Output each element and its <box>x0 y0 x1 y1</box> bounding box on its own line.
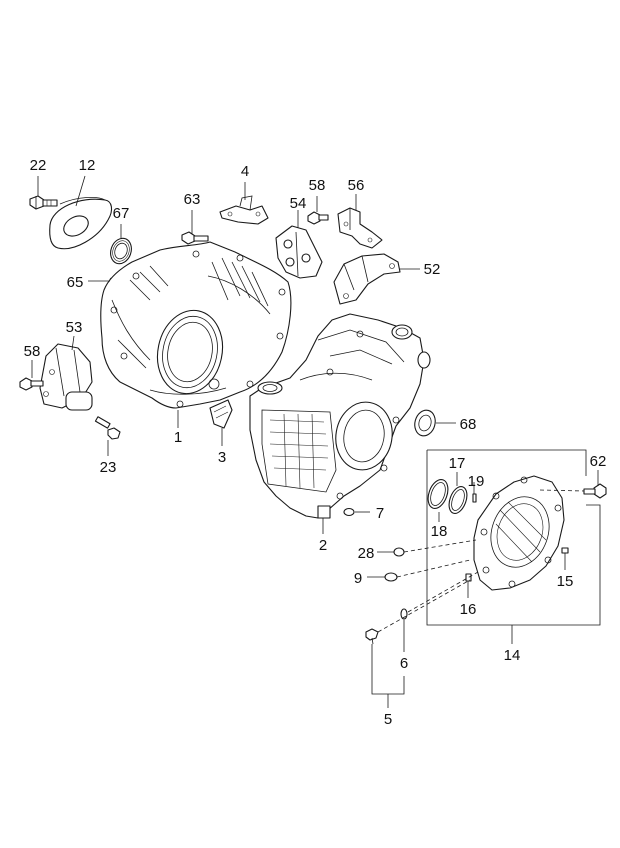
callout-9: 9 <box>354 570 362 587</box>
callout-53: 53 <box>66 319 83 336</box>
part-22-bolt <box>29 195 58 210</box>
part-56-bracket <box>337 207 383 249</box>
callout-15: 15 <box>557 573 574 590</box>
callout-4: 4 <box>241 163 249 180</box>
callout-22: 22 <box>30 157 47 174</box>
callout-52: 52 <box>424 261 441 278</box>
callout-58-upper: 58 <box>309 177 326 194</box>
callout-5: 5 <box>384 711 392 728</box>
callout-17: 17 <box>449 455 466 472</box>
part-62-bolt <box>583 483 607 499</box>
callout-67: 67 <box>113 205 130 222</box>
callout-62: 62 <box>590 453 607 470</box>
part-3-plate <box>209 399 233 429</box>
part-2-transaxle-case <box>249 313 431 519</box>
callout-7: 7 <box>376 505 384 522</box>
part-5-bolt <box>365 628 379 645</box>
callout-6: 6 <box>400 655 408 672</box>
callout-2: 2 <box>319 537 327 554</box>
callout-19: 19 <box>468 473 485 490</box>
callout-65: 65 <box>67 274 84 291</box>
part-68-oil-seal <box>414 409 436 437</box>
part-58-bolt-lower <box>19 377 44 391</box>
part-67-oil-seal <box>110 237 132 265</box>
callout-labels: 22 12 67 63 4 58 56 54 65 52 53 58 1 3 2… <box>24 157 607 728</box>
part-7-o-ring <box>343 507 355 517</box>
part-14-rear-cover-assembly <box>426 449 601 626</box>
callout-3: 3 <box>218 449 226 466</box>
leader-lines <box>31 175 599 708</box>
callout-12: 12 <box>79 157 96 174</box>
part-1-converter-housing <box>100 241 292 409</box>
callout-54: 54 <box>290 195 307 212</box>
part-12-dust-cover <box>49 196 113 250</box>
part-53-bracket <box>39 343 93 411</box>
callout-58-lower: 58 <box>24 343 41 360</box>
part-58-bolt-upper <box>307 211 329 225</box>
callout-63: 63 <box>184 191 201 208</box>
callout-68: 68 <box>460 416 477 433</box>
part-23-bolt <box>94 416 121 440</box>
callout-16: 16 <box>460 601 477 618</box>
callout-23: 23 <box>100 459 117 476</box>
part-4-bracket <box>219 195 269 225</box>
callout-14: 14 <box>504 647 521 664</box>
part-63-bolt <box>181 231 209 245</box>
part-52-bracket <box>333 253 401 305</box>
part-28-o-ring <box>393 547 405 557</box>
callout-1: 1 <box>174 429 182 446</box>
part-54-bracket <box>275 225 323 279</box>
callout-56: 56 <box>348 177 365 194</box>
callout-18: 18 <box>431 523 448 540</box>
callout-28: 28 <box>358 545 375 562</box>
part-9-o-ring <box>384 572 398 582</box>
